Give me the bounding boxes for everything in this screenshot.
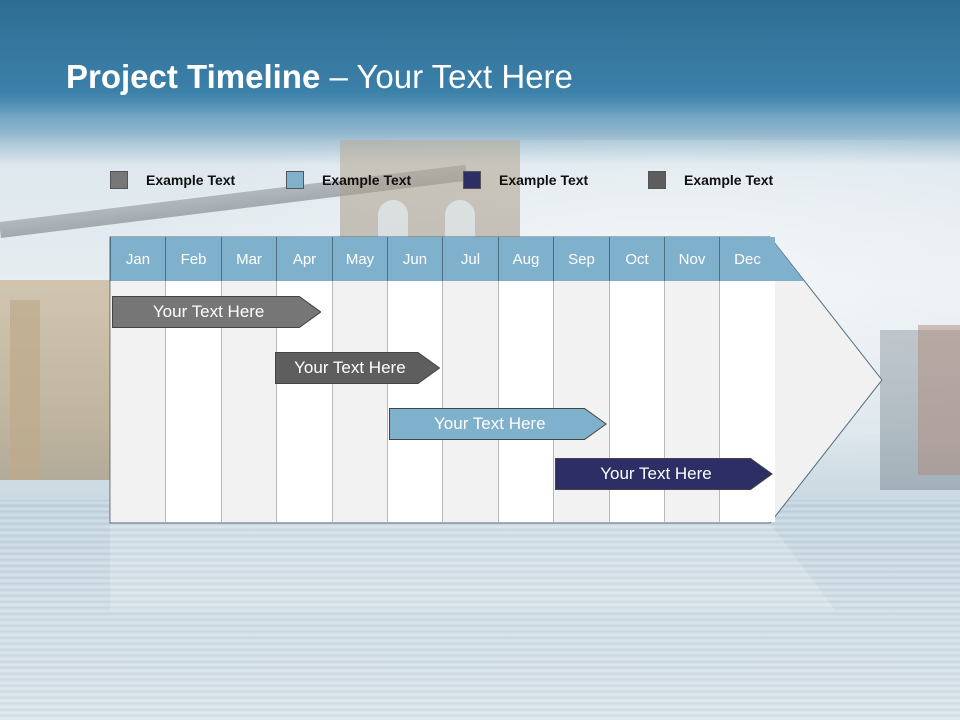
timeline-bar: Your Text Here xyxy=(275,352,441,384)
city-building-left xyxy=(10,300,40,480)
legend-item: Example Text xyxy=(286,171,411,189)
month-header: Oct xyxy=(609,237,664,281)
legend-swatch xyxy=(286,171,304,189)
month-header: Jul xyxy=(442,237,498,281)
month-header: Aug xyxy=(498,237,553,281)
timeline-bar-shape xyxy=(389,408,607,440)
city-building-right xyxy=(918,325,960,475)
river-water xyxy=(0,500,960,720)
month-header: Apr xyxy=(276,237,332,281)
timeline-bar-shape xyxy=(275,352,441,384)
month-column xyxy=(498,281,553,522)
timeline-bar-arrow xyxy=(112,296,322,328)
month-header: Dec xyxy=(719,237,775,281)
month-header: Sep xyxy=(553,237,609,281)
month-column xyxy=(387,281,442,522)
timeline-bar: Your Text Here xyxy=(389,408,607,440)
month-header: May xyxy=(332,237,387,281)
month-header: Mar xyxy=(221,237,276,281)
timeline-bar-label: Your Text Here xyxy=(434,414,546,433)
legend-label: Example Text xyxy=(146,172,236,188)
timeline-arrow-head-top xyxy=(770,237,804,281)
legend-swatch xyxy=(110,171,128,189)
timeline-arrow-reflection xyxy=(110,523,835,610)
bridge-tower xyxy=(340,140,520,250)
legend-item: Example Text xyxy=(648,171,773,189)
timeline-bar-label: Your Text Here xyxy=(294,358,406,377)
legend-swatch xyxy=(648,171,666,189)
month-column xyxy=(332,281,387,522)
timeline-bar-arrow xyxy=(389,408,607,440)
legend-label: Example Text xyxy=(684,172,774,188)
timeline-bar-arrow xyxy=(555,458,773,490)
timeline-bar: Your Text Here xyxy=(112,296,322,328)
timeline-bar-label: Your Text Here xyxy=(600,464,712,483)
title-band xyxy=(0,0,960,140)
timeline-bar-label: Your Text Here xyxy=(152,302,265,321)
month-header: Jun xyxy=(387,237,442,281)
title-rest: – Your Text Here xyxy=(320,58,573,95)
title-bold: Project Timeline xyxy=(66,58,321,95)
legend-item: Example Text xyxy=(110,171,235,189)
legend-label: Example Text xyxy=(499,172,589,188)
month-header: Feb xyxy=(165,237,221,281)
timeline-bar-arrow xyxy=(275,352,441,384)
month-header: Jan xyxy=(110,237,165,281)
legend-label: Example Text xyxy=(322,172,412,188)
legend-swatch xyxy=(463,171,481,189)
timeline-bar-shape xyxy=(112,296,322,328)
month-column xyxy=(442,281,498,522)
page-title: Project Timeline – Your Text Here xyxy=(66,58,573,96)
month-header: Nov xyxy=(664,237,719,281)
timeline-bar-shape xyxy=(555,458,773,490)
timeline-bar: Your Text Here xyxy=(555,458,773,490)
legend-item: Example Text xyxy=(463,171,588,189)
